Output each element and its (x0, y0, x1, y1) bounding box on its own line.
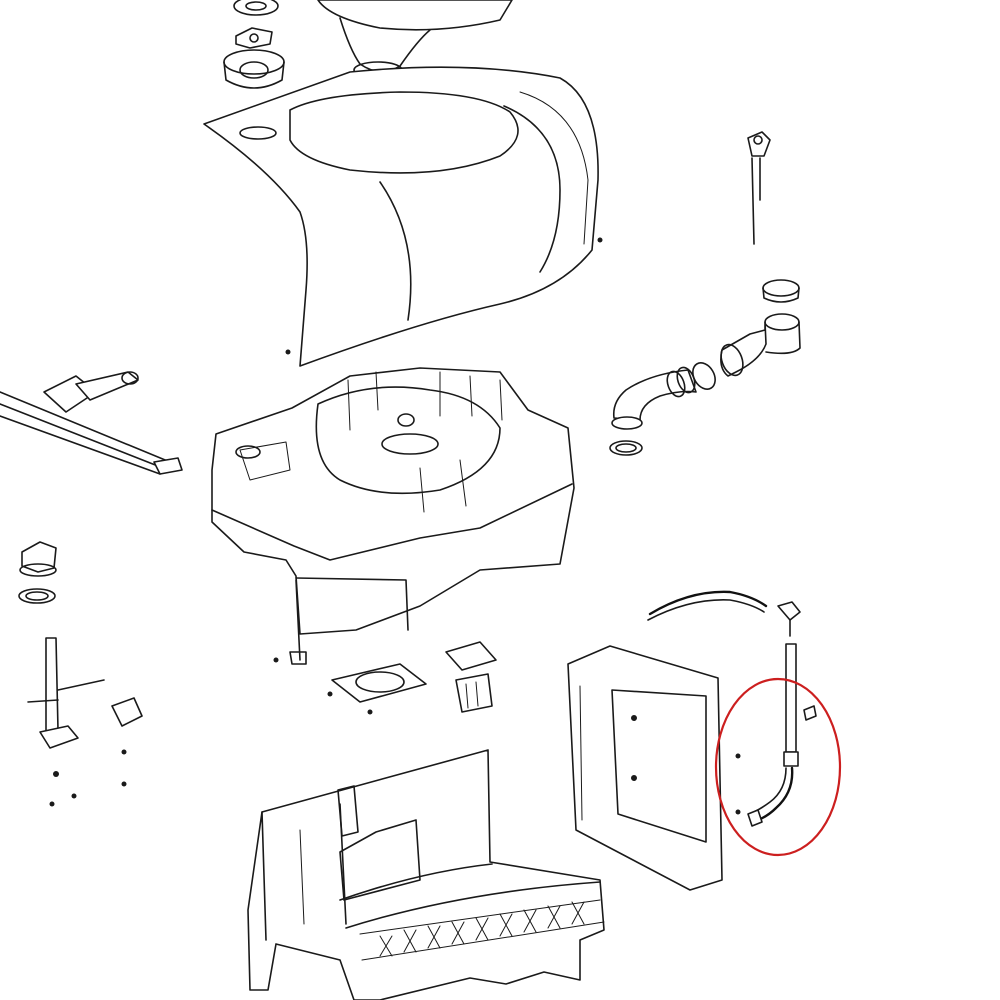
bowl-top-ring (233, 0, 279, 16)
elbow-cap (762, 279, 800, 303)
vent-tube (647, 590, 768, 621)
toilet-bowl (317, 0, 513, 79)
flush-valve-cable (0, 371, 183, 475)
outlet-elbow (720, 313, 801, 377)
base-frame (247, 749, 605, 1000)
dipstick-rod (747, 131, 771, 245)
highlight-ellipse (714, 677, 842, 857)
cassette-seal-ring (327, 663, 427, 715)
level-sensor-rod (27, 637, 105, 807)
cassette-tank-body (211, 367, 575, 665)
mount-plate (445, 641, 497, 713)
gasket-ring (18, 588, 56, 604)
bowl-flange-ring (223, 49, 285, 89)
cover-panel (567, 645, 741, 891)
pump-seal (235, 27, 273, 49)
float-adapter (19, 541, 57, 577)
bowl-shroud (203, 66, 603, 367)
bracket-clip (111, 697, 143, 787)
drain-hose-assembly (747, 601, 817, 827)
drain-elbow-fitting (609, 362, 716, 456)
